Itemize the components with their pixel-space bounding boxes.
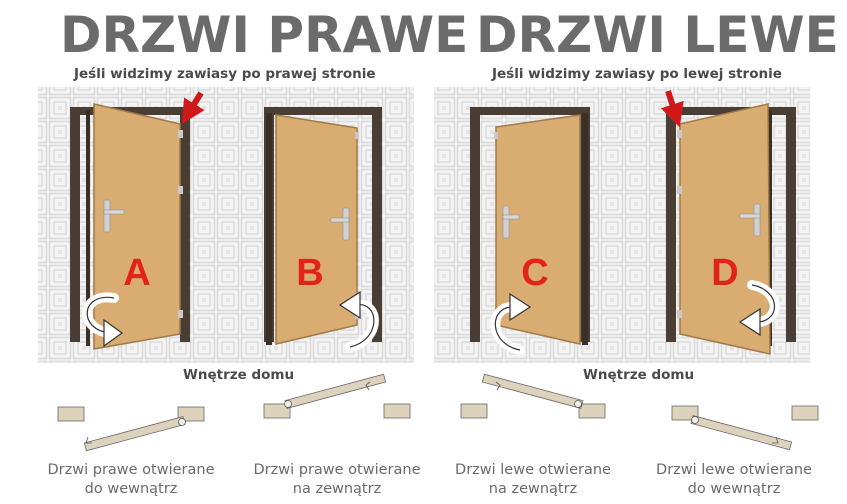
door-letter-d: D bbox=[711, 252, 739, 294]
caption-d-line1: Drzwi lewe otwierane bbox=[656, 462, 812, 478]
caption-c-line1: Drzwi lewe otwierane bbox=[455, 462, 611, 478]
interior-label-left-doors: Wnętrze domu bbox=[583, 367, 695, 383]
rotate-arrow-d bbox=[738, 280, 780, 337]
plan-a bbox=[57, 406, 205, 452]
caption-a-line2: do wewnątrz bbox=[84, 481, 178, 497]
door-d bbox=[666, 103, 796, 355]
hinge-arrow-a bbox=[181, 91, 205, 125]
rotate-arrow-c bbox=[490, 292, 532, 355]
caption-b: Drzwi prawe otwierane na zewnątrz bbox=[237, 461, 437, 499]
caption-a-line1: Drzwi prawe otwierane bbox=[47, 462, 215, 478]
hinge-arrow-d bbox=[660, 90, 684, 128]
caption-d: Drzwi lewe otwierane do wewnątrz bbox=[634, 461, 834, 499]
door-letter-a: A bbox=[123, 252, 151, 294]
interior-label-right-doors: Wnętrze domu bbox=[183, 367, 295, 383]
door-a bbox=[70, 103, 190, 350]
caption-c: Drzwi lewe otwierane na zewnątrz bbox=[433, 461, 633, 499]
door-c bbox=[470, 107, 590, 345]
door-letter-b: B bbox=[296, 252, 324, 294]
caption-b-line1: Drzwi prawe otwierane bbox=[253, 462, 421, 478]
plan-d bbox=[671, 405, 819, 451]
plan-b bbox=[263, 373, 411, 419]
subtitle-right-doors: Jeśli widzimy zawiasy po prawej stronie bbox=[74, 66, 376, 82]
door-b bbox=[264, 107, 382, 345]
caption-c-line2: na zewnątrz bbox=[488, 481, 578, 497]
subtitle-left-doors: Jeśli widzimy zawiasy po lewej stronie bbox=[492, 66, 782, 82]
caption-a: Drzwi prawe otwierane do wewnątrz bbox=[31, 461, 231, 499]
door-letter-c: C bbox=[521, 252, 549, 294]
title-right-doors: DRZWI PRAWE bbox=[60, 6, 469, 64]
title-left-doors: DRZWI LEWE bbox=[476, 6, 839, 64]
rotate-arrow-a bbox=[82, 292, 124, 348]
caption-d-line2: do wewnątrz bbox=[687, 481, 781, 497]
rotate-arrow-b bbox=[338, 290, 379, 352]
caption-b-line2: na zewnątrz bbox=[292, 481, 382, 497]
plan-c bbox=[460, 373, 606, 419]
